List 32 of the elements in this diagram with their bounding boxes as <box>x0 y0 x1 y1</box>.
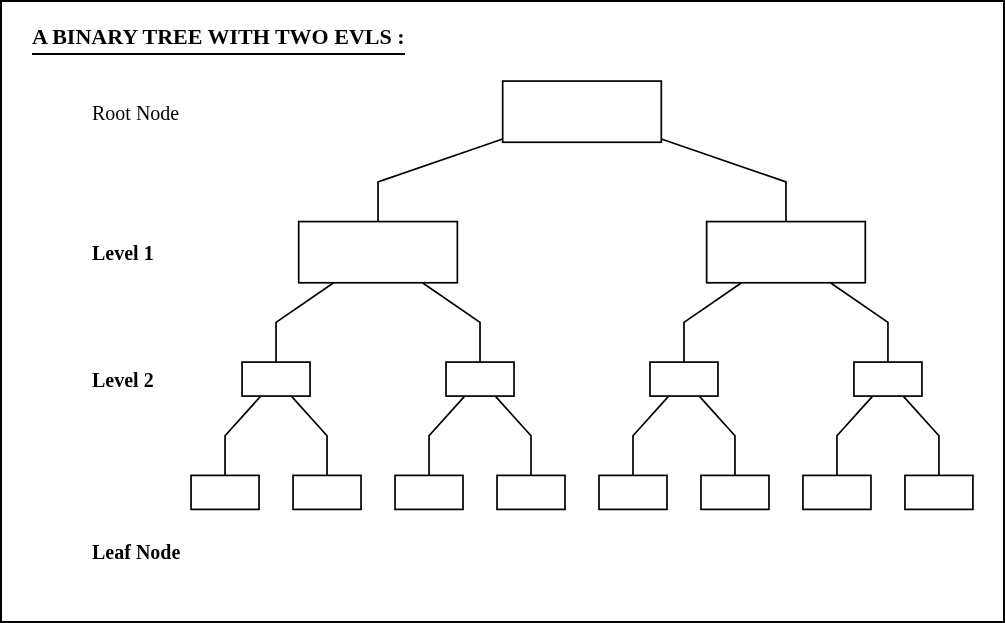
connector <box>494 395 532 477</box>
connector <box>275 281 335 363</box>
connector <box>428 395 466 477</box>
connector <box>829 281 889 363</box>
level-label: Level 1 <box>92 242 154 266</box>
node-box <box>190 474 260 511</box>
connector <box>683 281 743 363</box>
node-box <box>802 474 872 511</box>
connector <box>632 395 670 477</box>
node-box <box>649 361 719 397</box>
connector <box>290 395 328 477</box>
node-box <box>700 474 770 511</box>
node-box <box>445 361 515 397</box>
connector <box>902 395 940 477</box>
node-box <box>394 474 464 511</box>
node-box <box>241 361 311 397</box>
connector <box>224 395 262 477</box>
title: A BINARY TREE WITH TWO EVLS : <box>32 24 405 55</box>
node-box <box>904 474 974 511</box>
node-box <box>292 474 362 511</box>
node-box <box>705 220 867 284</box>
connector <box>836 395 874 477</box>
node-box <box>496 474 566 511</box>
node-box <box>598 474 668 511</box>
node-box <box>853 361 923 397</box>
level-label: Root Node <box>92 101 180 125</box>
level-label: Leaf Node <box>92 541 181 565</box>
node-box <box>297 220 459 284</box>
connector <box>698 395 736 477</box>
level-label: Level 2 <box>92 369 154 393</box>
node-box <box>501 80 663 144</box>
connector <box>421 281 481 363</box>
